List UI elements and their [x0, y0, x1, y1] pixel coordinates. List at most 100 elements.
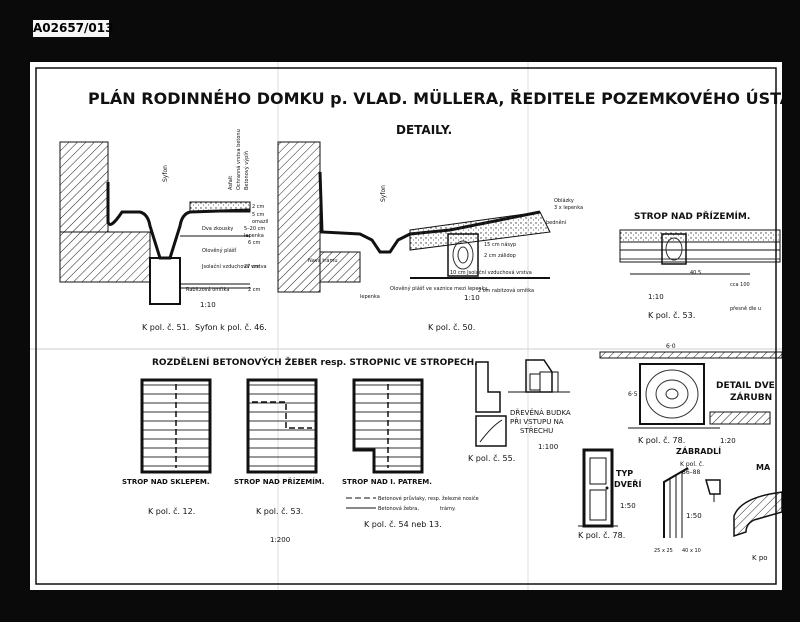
layer-label: Olověný plášť	[202, 247, 236, 254]
door-frame-detail: 6·0 6·5 DETAIL DVE ZÁRUBN K pol. č. 78. …	[599, 343, 783, 445]
scale-label: 1:200	[270, 536, 290, 544]
stair-detail: K pol. č. 55.	[468, 361, 515, 463]
dim-label: omazil	[252, 219, 268, 225]
section-title: ROZDĚLENÍ BETONOVÝCH ŽEBER resp. STROPNI…	[152, 356, 478, 368]
reference-label: Syfon k pol. č. 46.	[195, 322, 267, 332]
scale-label: 1:100	[538, 443, 558, 451]
reference-label: K pol. č. 55.	[468, 453, 515, 463]
dim-label: 2 cm	[252, 204, 265, 210]
reference-label: K pol. č.	[680, 461, 704, 468]
plan-first-floor: STROP NAD I. PATREM. K pol. č. 54 neb 13…	[342, 378, 442, 529]
detail-title: DVEŘÍ	[614, 478, 641, 489]
note-label: přesně dle u	[730, 305, 761, 312]
note-label: cca 100	[730, 282, 750, 288]
layer-label: Dva zkousky	[202, 226, 233, 232]
siphon-pipe	[149, 257, 181, 305]
reference-label: K pol. č. 50.	[428, 322, 475, 332]
layer-label: Nava trámu	[308, 257, 338, 264]
layer-label: Ochranná vrstva betonu	[235, 129, 242, 190]
dim-label: 27 cm	[244, 264, 260, 270]
layer-label: 2 cm rabitzová omítka	[478, 287, 534, 294]
reference-label: K pol. č. 51.	[142, 322, 189, 332]
archive-id-label: A02657/013	[33, 20, 114, 37]
concrete-layer	[189, 201, 251, 213]
layer-label: Oblázky	[554, 197, 574, 204]
plan-label: STROP NAD SKLEPEM.	[122, 478, 210, 486]
reference-label: K po	[752, 554, 768, 562]
plan-label: STROP NAD PŘÍZEMÍM.	[234, 477, 324, 486]
reference-label: K pol. č. 53.	[256, 506, 303, 516]
plan-label: STROP NAD I. PATREM.	[342, 478, 432, 486]
legend-label: Betonové průvlaky, resp. železné nosiče	[378, 495, 479, 502]
door-type-detail: TYP DVEŘÍ 1:50 K pol. č. 78.	[578, 448, 641, 540]
timber-beam	[661, 233, 687, 265]
detail-title: STROP NAD PŘÍZEMÍM.	[634, 210, 750, 222]
dim-label: 25 x 25	[654, 548, 673, 554]
dim-label: 6·0	[666, 343, 676, 350]
legend-label: trámy.	[440, 505, 456, 512]
detail-title: DŘEVĚNÁ BUDKA	[510, 408, 571, 417]
layer-label: Olověný plášť ve vaznice mezi lepenky.	[390, 285, 489, 292]
sheet-subtitle: DETAILY.	[396, 123, 452, 137]
layer-label: Jsolační vzduchová vrstva	[201, 263, 267, 270]
detail-1-drain-section: Syfon Asfalt Ochranná vrstva betonu Beto…	[59, 129, 268, 332]
railing-detail: ZÁBRADLÍ K pol. č. 86–88 1:50 25 x 25 40…	[654, 445, 721, 554]
beam-section	[59, 231, 151, 283]
detail-title: MA	[756, 463, 771, 472]
reference-label: K pol. č. 54 neb 13.	[364, 519, 442, 529]
scale-label: 1:50	[620, 502, 636, 510]
rib-distribution-section: ROZDĚLENÍ BETONOVÝCH ŽEBER resp. STROPNI…	[122, 356, 479, 544]
layer-label: 10 cm Jsolační vzduchová vrstva	[450, 269, 532, 276]
syfon-label: Syfon	[380, 185, 387, 202]
layer-label: 15 cm násyp	[484, 241, 516, 248]
reference-label: K pol. č. 53.	[648, 310, 695, 320]
sheet-border	[35, 67, 777, 585]
scale-label: 1:10	[464, 294, 480, 302]
wall-section	[277, 141, 321, 293]
handrail-detail: MA K po	[733, 463, 783, 562]
timber-beam	[447, 233, 479, 277]
layer-label: Asfalt	[228, 176, 234, 190]
dim-label: lepenka	[244, 233, 264, 239]
roof-membrane	[106, 182, 251, 260]
reference-label: K pol. č. 78.	[638, 435, 685, 445]
wall-section	[59, 141, 109, 233]
detail-title: STŘECHU	[520, 426, 553, 435]
detail-title: ZÁBRADLÍ	[676, 445, 721, 456]
reference-label: K pol. č. 12.	[148, 506, 195, 516]
syfon-label: Syfon	[162, 165, 169, 182]
detail-title: ZÁRUBN	[730, 391, 772, 403]
dim-label: 6·5	[628, 391, 638, 398]
dim-label: 40 x 10	[682, 548, 701, 554]
plan-ground-floor: STROP NAD PŘÍZEMÍM. K pol. č. 53.	[234, 378, 324, 516]
layer-label: Rabitzová omítka	[186, 286, 229, 293]
reference-label: K pol. č. 78.	[578, 530, 625, 540]
scale-label: 1:10	[200, 301, 216, 309]
layer-label: 3 x lepenka	[554, 205, 583, 211]
scale-label: 1:20	[720, 437, 736, 445]
dim-label: 40 5	[690, 270, 701, 276]
detail-3-ceiling: STROP NAD PŘÍZEMÍM. 1:10 K pol. č. 53. c…	[619, 210, 781, 320]
detail-2-drain-section: Syfon Oblázky 3 x lepenka bednění 15 cm …	[277, 141, 583, 332]
layer-label: Betonový výplň	[243, 151, 250, 190]
drawing-sheet: PLÁN RODINNÉHO DOMKU p. VLAD. MÜLLERA, Ř…	[30, 62, 800, 590]
detail-title: TYP	[616, 469, 633, 478]
scale-label: 1:50	[686, 512, 702, 520]
layer-label: lepenka	[360, 294, 380, 300]
legend-label: Betonová žebra,	[378, 505, 419, 512]
roof-booth-detail: DŘEVĚNÁ BUDKA PŘI VSTUPU NA STŘECHU 1:10…	[508, 359, 571, 451]
dim-label: 5 cm	[252, 212, 265, 218]
dim-label: 5–20 cm	[244, 226, 265, 232]
layer-label: bednění	[546, 219, 567, 226]
detail-title: PŘI VSTUPU NA	[510, 417, 564, 426]
fill-layer	[409, 211, 551, 251]
plan-basement: STROP NAD SKLEPEM. K pol. č. 12.	[122, 378, 212, 516]
dim-label: 2 cm	[248, 287, 261, 293]
drawing-svg: PLÁN RODINNÉHO DOMKU p. VLAD. MÜLLERA, Ř…	[30, 62, 800, 590]
reference-label: 86–88	[682, 469, 700, 476]
sheet-title: PLÁN RODINNÉHO DOMKU p. VLAD. MÜLLERA, Ř…	[88, 89, 782, 108]
detail-title: DETAIL DVE	[716, 381, 775, 391]
dim-label: 6 cm	[248, 240, 261, 246]
layer-label: 2 cm zálidop	[484, 252, 516, 259]
